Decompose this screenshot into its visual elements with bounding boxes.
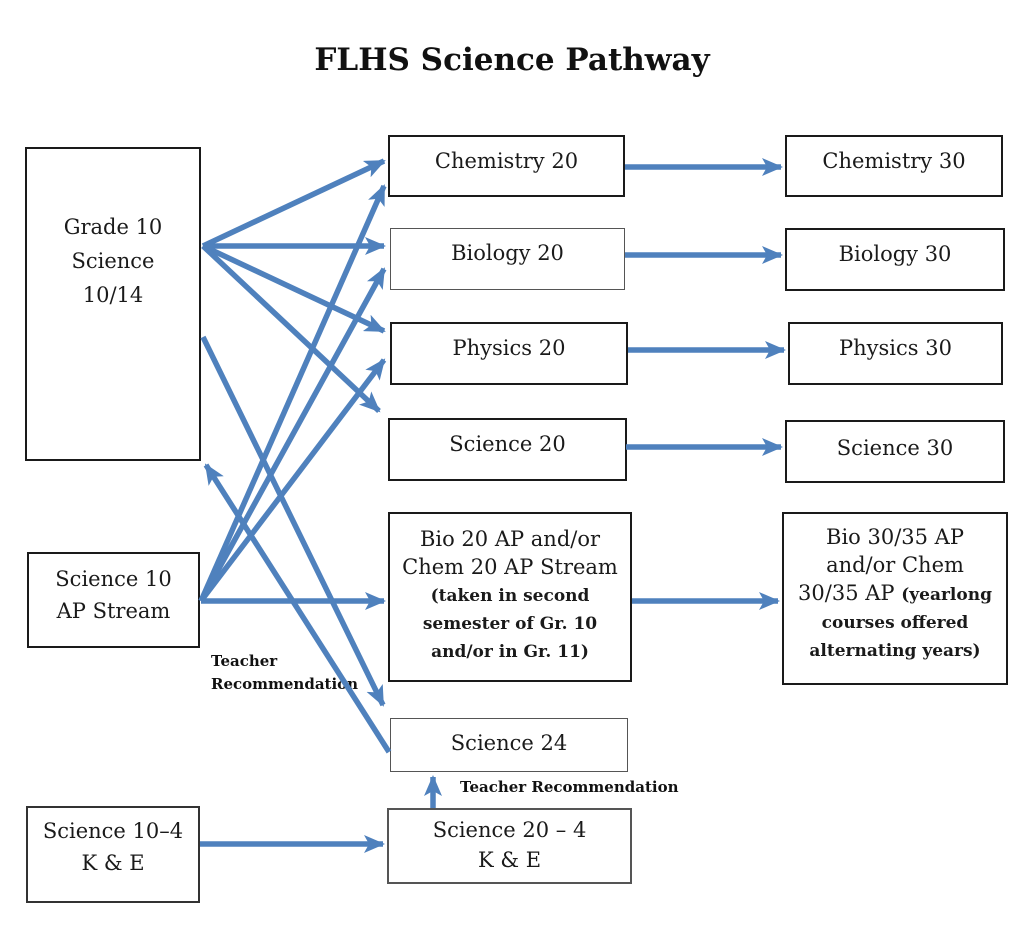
node-text-line: 10/14: [82, 283, 144, 307]
node-physics-20: Physics 20: [390, 322, 628, 385]
node-text-line: Bio 20 AP and/or: [419, 527, 601, 551]
node-text-line: Science: [71, 249, 155, 273]
node-text-line: K & E: [477, 848, 542, 872]
node-text-line: Science 10: [55, 567, 172, 591]
node-text-line: AP Stream: [56, 599, 171, 623]
node-chemistry-30: Chemistry 30: [785, 135, 1003, 197]
node-text-line: alternating years): [809, 641, 981, 661]
node-text-line: courses offered: [821, 613, 969, 633]
node-text-line: and/or in Gr. 11): [431, 642, 589, 662]
node-chemistry-20: Chemistry 20: [388, 135, 625, 197]
node-bio-chem-30-35-ap: Bio 30/35 AP and/or Chem 30/35 AP (yearlon…: [782, 512, 1008, 685]
node-text-line: Science 24: [450, 731, 568, 755]
arrow-ap10-to-biology20: [198, 267, 387, 603]
label-teacher-recommendation-lower: Teacher Recommendation: [460, 778, 679, 796]
node-physics-30: Physics 30: [788, 322, 1003, 385]
node-science-10-4-k-e: Science 10–4 K & E: [26, 806, 200, 903]
node-text-line: (taken in second: [430, 586, 590, 606]
node-text-line: Biology 30: [838, 242, 952, 266]
node-science-30: Science 30: [785, 420, 1005, 483]
arrow-science24-to-grade10-teacher-rec: [203, 463, 392, 754]
node-text-line: 30/35 AP (yearlong: [798, 581, 992, 605]
node-text-line: Chemistry 30: [822, 149, 966, 173]
node-text-line: Science 20 – 4: [432, 818, 587, 842]
label-teacher-recommendation-upper: Teacher Recommendation: [211, 652, 359, 693]
node-biology-20: Biology 20: [390, 228, 625, 290]
arrow-grade10-to-physics20: [201, 243, 386, 334]
node-science-10-ap-stream: Science 10 AP Stream: [27, 552, 200, 648]
node-science-24: Science 24: [390, 718, 628, 772]
node-text-line: Physics 30: [839, 336, 952, 360]
node-text-line: Chemistry 20: [434, 149, 579, 173]
node-text-line: Biology 20: [451, 241, 564, 265]
arrow-ap10-to-chemistry20: [198, 184, 387, 603]
arrow-grade10-to-chemistry20: [201, 158, 386, 249]
arrow-ap10-to-physics20: [198, 358, 387, 603]
node-science-20: Science 20: [388, 418, 627, 481]
node-text-line: Science 30: [836, 436, 954, 460]
node-grade-10-science-10-14: Grade 10 Science 10/14: [25, 147, 201, 461]
node-text-line: Chem 20 AP Stream: [402, 555, 618, 579]
page-title: FLHS Science Pathway: [314, 42, 710, 78]
node-text-line: Grade 10: [63, 215, 163, 239]
node-text-line: and/or Chem: [826, 553, 964, 577]
node-text-line: Physics 20: [452, 336, 566, 360]
node-text-line: Science 10–4: [42, 819, 184, 843]
node-science-20-4-k-e: Science 20 – 4 K & E: [387, 808, 632, 884]
node-text-line: Bio 30/35 AP: [826, 525, 964, 549]
arrow-grade10-to-science20: [201, 243, 381, 414]
node-text-line: K & E: [81, 851, 145, 875]
node-text-line: Science 20: [449, 432, 566, 456]
node-biology-30: Biology 30: [785, 228, 1005, 291]
node-text-line: semester of Gr. 10: [422, 614, 598, 634]
